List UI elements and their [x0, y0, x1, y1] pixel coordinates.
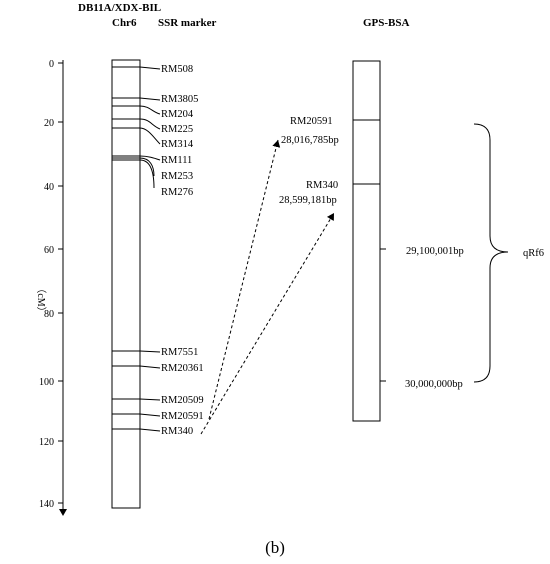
chr6-bar — [111, 59, 141, 509]
gps-position-1: 29,100,001bp — [406, 246, 464, 257]
ssr-label-rm20509: RM20509 — [161, 395, 204, 406]
cm-tick-label-40: 40 — [44, 182, 54, 193]
ssr-line-rm276 — [112, 159, 155, 189]
gps-marker-name-2: RM340 — [306, 180, 338, 191]
cm-tick-label-80: 80 — [44, 309, 54, 320]
ssr-label-rm20591: RM20591 — [161, 411, 204, 422]
ssr-label-rm314: RM314 — [161, 139, 194, 150]
ssr-line-rm253 — [112, 157, 155, 177]
gps-position-2: 30,000,000bp — [405, 379, 463, 390]
cm-axis-label: （cM） — [35, 283, 47, 316]
chromosome-label: Chr6 — [112, 17, 137, 29]
ssr-label-rm3805: RM3805 — [161, 94, 198, 105]
cm-tick-label-20: 20 — [44, 118, 54, 129]
ssr-line-rm225 — [112, 118, 161, 130]
gpsbsa-header: GPS-BSA — [363, 17, 410, 29]
ssr-marker-group: RM508RM3805RM204RM225RM314RM111RM253RM27… — [112, 64, 204, 437]
ssr-line-rm314 — [112, 127, 161, 145]
ssr-marker-header: SSR marker — [158, 17, 216, 29]
figure-caption: (b) — [265, 538, 285, 557]
ssr-line-rm508 — [112, 66, 161, 70]
ssr-label-rm7551: RM7551 — [161, 347, 198, 358]
ssr-line-rm20509 — [112, 398, 161, 401]
qtl-label: qRf6 — [523, 248, 544, 259]
ssr-line-rm3805 — [112, 97, 161, 101]
ssr-label-rm225: RM225 — [161, 124, 193, 135]
ssr-label-rm20361: RM20361 — [161, 363, 204, 374]
gpsbsa-bar — [352, 60, 381, 422]
ssr-label-rm253: RM253 — [161, 171, 193, 182]
dashed-arrow-rm340 — [200, 212, 335, 435]
cm-tick-label-140: 140 — [39, 499, 54, 510]
ssr-label-rm276: RM276 — [161, 187, 193, 198]
ssr-label-rm340: RM340 — [161, 426, 193, 437]
ssr-line-rm20591 — [112, 413, 161, 417]
qtl-brace — [473, 123, 509, 383]
cm-tick-label-60: 60 — [44, 245, 54, 256]
ssr-line-rm20361 — [112, 365, 161, 369]
cm-tick-label-100: 100 — [39, 377, 54, 388]
ssr-label-rm508: RM508 — [161, 64, 193, 75]
ssr-label-rm111: RM111 — [161, 155, 192, 166]
ssr-line-rm340 — [112, 428, 161, 432]
cm-tick-label-0: 0 — [49, 59, 54, 70]
gps-marker-pos-2: 28,599,181bp — [279, 195, 337, 206]
ssr-line-rm204 — [112, 105, 161, 115]
cm-tick-label-120: 120 — [39, 437, 54, 448]
gps-marker-pos-1: 28,016,785bp — [281, 135, 339, 146]
ssr-line-rm111 — [112, 155, 161, 161]
ssr-line-rm7551 — [112, 350, 161, 353]
dashed-arrow-rm20591 — [208, 139, 281, 420]
ssr-label-rm204: RM204 — [161, 109, 194, 120]
population-title: DB11A/XDX-BIL — [78, 2, 161, 14]
gps-marker-name-1: RM20591 — [290, 116, 333, 127]
cm-axis: 0 20 40 60 80 100 120 140 （cM） — [35, 59, 67, 516]
